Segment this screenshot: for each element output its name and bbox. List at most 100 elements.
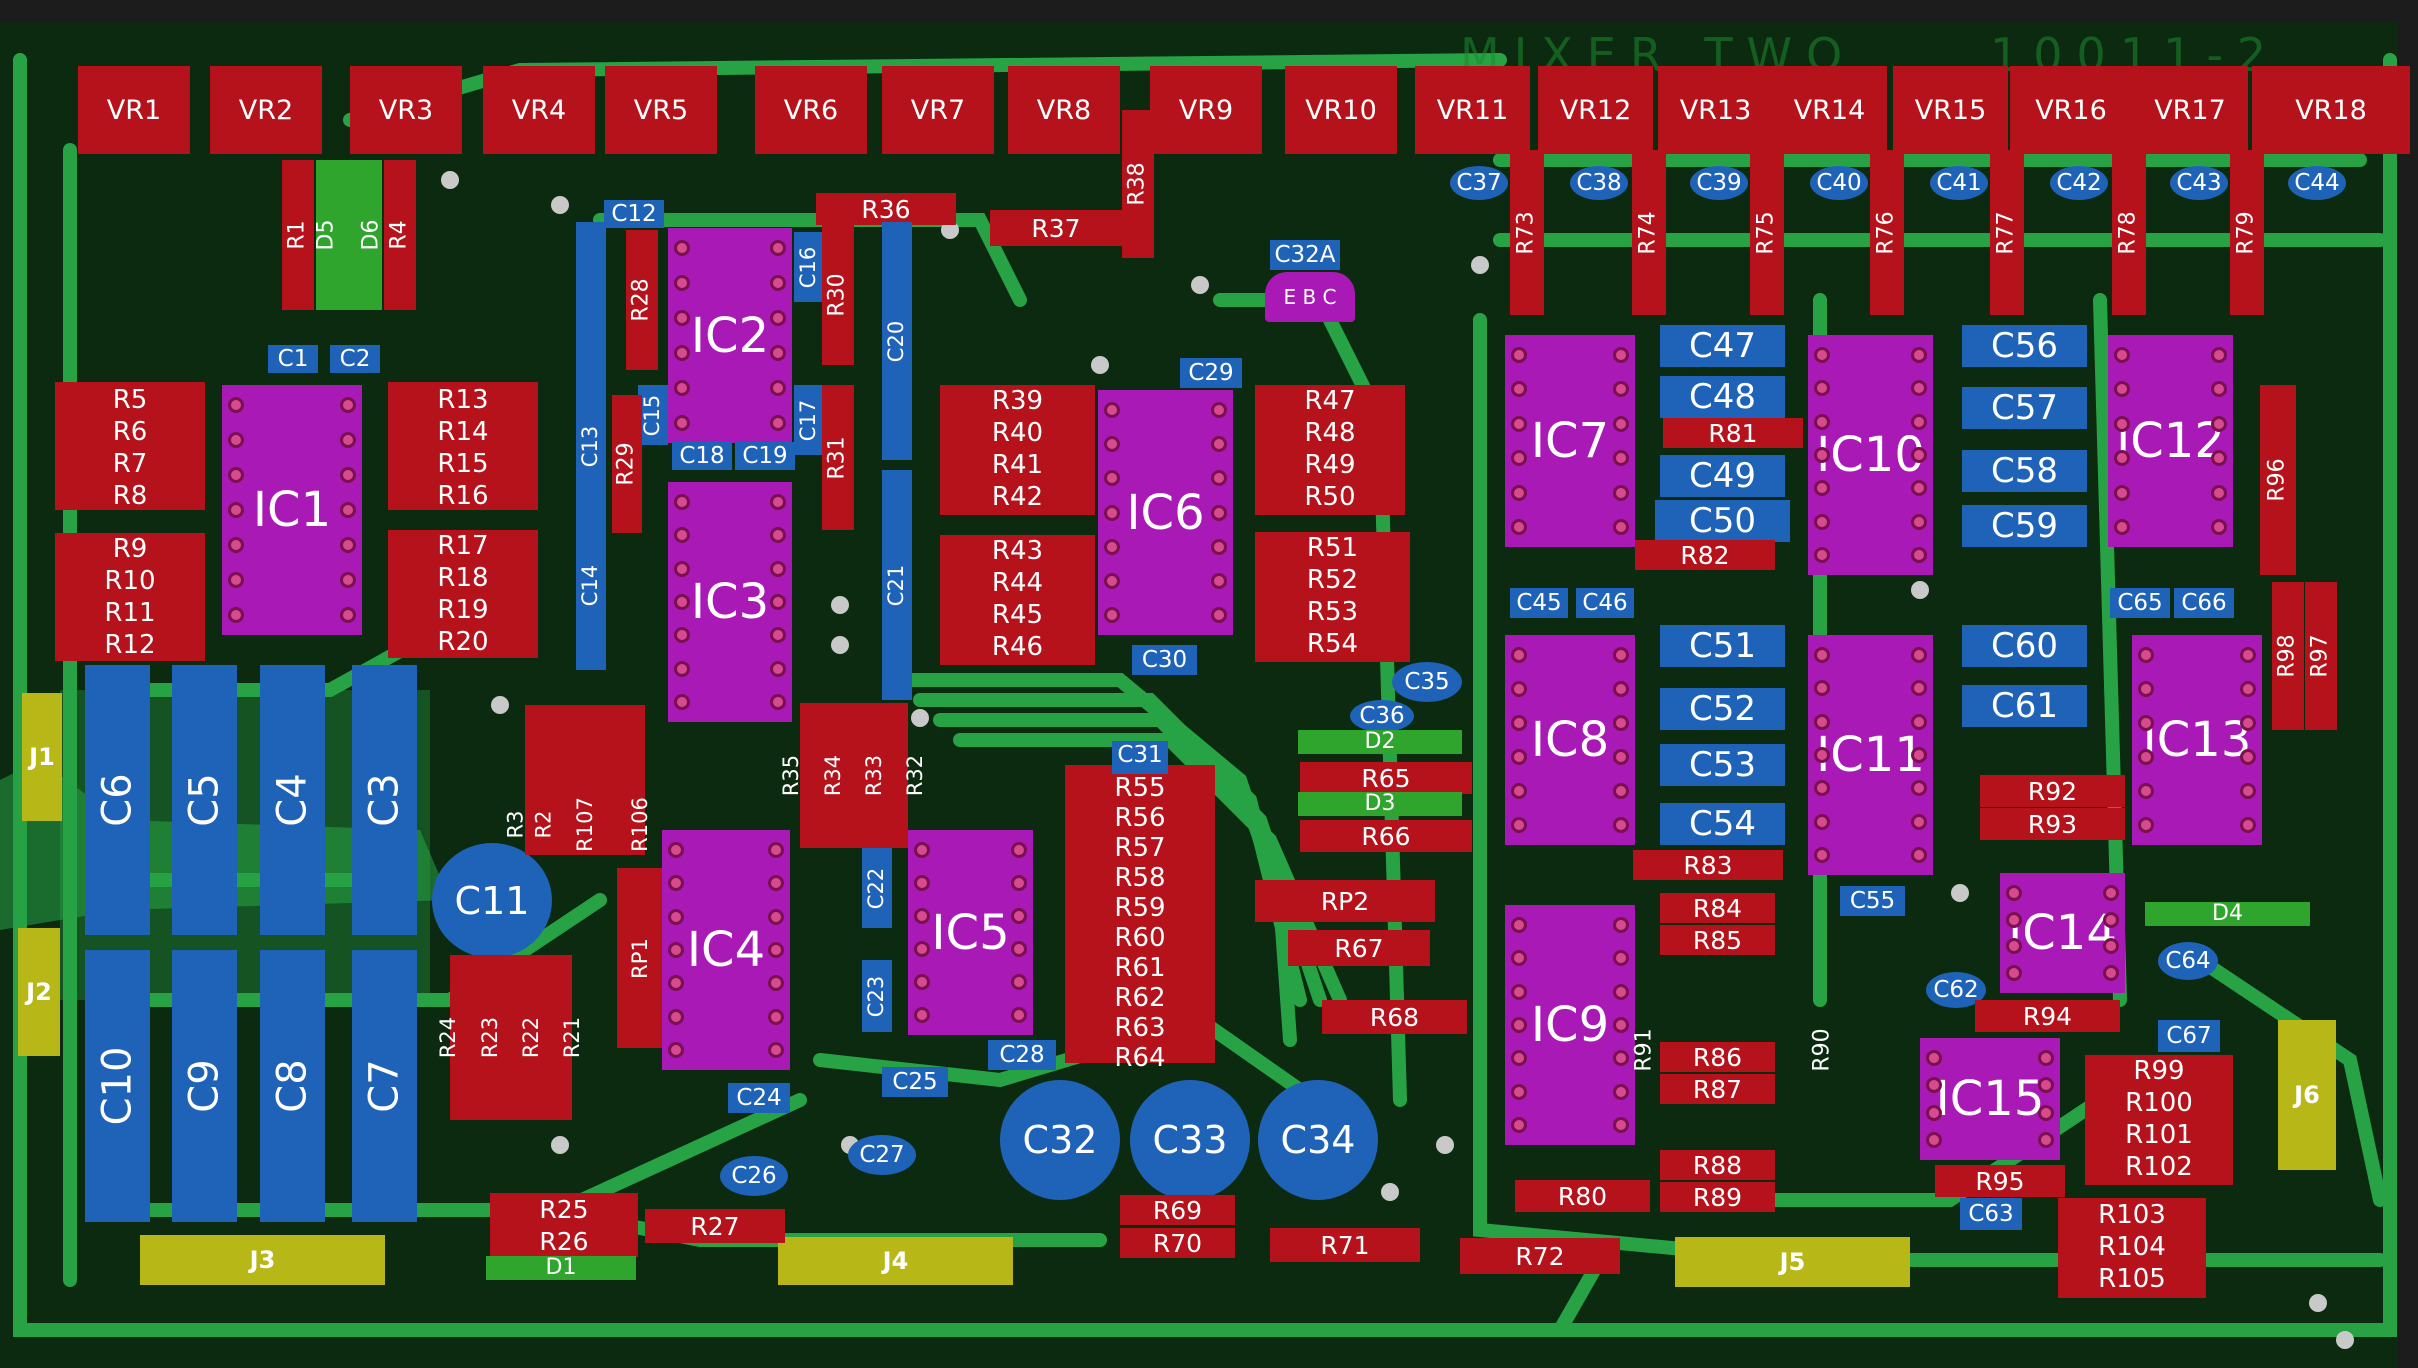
- ic-pin-pad: [1511, 983, 1527, 1000]
- capacitor-c64: C64: [2158, 942, 2218, 980]
- ic-pin-pad: [1613, 381, 1629, 398]
- ic-pin-pad: [228, 397, 244, 413]
- ic6: IC6: [1098, 390, 1233, 635]
- resistor-r15: R15: [437, 449, 489, 479]
- capacitor-c37: C37: [1450, 166, 1508, 200]
- ic-pin-pad: [340, 607, 356, 623]
- capacitor-c57: C57: [1962, 387, 2087, 429]
- resistor-r72: R72: [1460, 1238, 1620, 1274]
- ic-pin-pad: [1926, 1077, 1942, 1094]
- ic-pin-pad: [1011, 875, 1027, 891]
- resistor-r27: R27: [645, 1209, 785, 1243]
- ic-pin-pad: [2138, 817, 2154, 833]
- resistor-r63: R63: [1114, 1013, 1166, 1043]
- pot-vr9: VR9: [1150, 66, 1262, 154]
- ic-pin-pad: [1511, 1017, 1527, 1033]
- capacitor-c36: C36: [1350, 700, 1414, 732]
- resistor-r46: R46: [991, 632, 1044, 662]
- pot-vr17: VR17: [2132, 66, 2248, 154]
- diode-d2: D2: [1298, 730, 1462, 754]
- ic-pin-pad: [1511, 347, 1527, 363]
- resistor-r4: R4: [384, 160, 416, 310]
- resistor-r52: R52: [1306, 565, 1359, 595]
- ic-pin-pad: [2114, 450, 2130, 467]
- ic-pin-pad: [1613, 484, 1629, 501]
- resistor-r62: R62: [1114, 983, 1166, 1013]
- ic-pin-pad: [228, 537, 244, 553]
- ic-pin-pad: [1814, 780, 1830, 797]
- ic13: IC13: [2132, 635, 2262, 845]
- ic-pin-pad: [2138, 749, 2154, 765]
- ic-pin-pad: [1211, 538, 1227, 555]
- resistor-r37: R37: [990, 210, 1122, 246]
- resistor-r64: R64: [1114, 1043, 1166, 1073]
- ic-pin-pad: [674, 380, 690, 396]
- ic-pin-pad: [2103, 965, 2119, 981]
- ic-pin-pad: [2138, 715, 2154, 731]
- ic-pin-pad: [2114, 415, 2130, 432]
- resistor-r47: R47: [1304, 386, 1356, 416]
- ic15: IC15: [1920, 1038, 2060, 1160]
- ic-pin-pad: [770, 494, 786, 510]
- pot-vr11: VR11: [1415, 66, 1530, 154]
- resistor-r51: R51: [1306, 533, 1359, 563]
- resistor-group-r99-r102: R99 R100 R101 R102: [2085, 1055, 2233, 1185]
- pot-vr18: VR18: [2252, 66, 2410, 154]
- ic-pin-pad: [770, 560, 786, 577]
- resistor-r56: R56: [1114, 803, 1166, 833]
- capacitor-c3: C3: [352, 665, 417, 935]
- ic-pin-pad: [914, 941, 930, 957]
- capacitor-c60: C60: [1962, 625, 2087, 667]
- ic-pin-pad: [1511, 917, 1527, 933]
- capacitor-c40: C40: [1810, 166, 1868, 200]
- ic-pin-pad: [2006, 965, 2022, 981]
- resistor-r43: R43: [991, 536, 1044, 566]
- ic3: IC3: [668, 482, 792, 722]
- capacitor-c52: C52: [1660, 688, 1785, 730]
- capacitor-c5: C5: [172, 665, 237, 935]
- capacitor-c19: C19: [735, 442, 795, 470]
- ic-pin-pad: [340, 397, 356, 413]
- ic-pin-pad: [340, 432, 356, 448]
- resistor-r92: R92: [1980, 775, 2125, 807]
- ic-pin-pad: [1613, 749, 1629, 765]
- ic-pin-pad: [2114, 381, 2130, 398]
- ic-pin-pad: [768, 908, 784, 925]
- resistor-r101: R101: [2125, 1120, 2193, 1150]
- capacitor-c34: C34: [1258, 1080, 1378, 1200]
- ic-pin-pad: [2138, 783, 2154, 799]
- connector-j2: J2: [18, 928, 60, 1056]
- ic8: IC8: [1505, 635, 1635, 845]
- ic-pin-pad: [228, 572, 244, 588]
- ic-pin-pad: [1814, 713, 1830, 730]
- ic4: IC4: [662, 830, 790, 1070]
- ic-pin-pad: [1104, 504, 1120, 521]
- ic-pin-pad: [674, 275, 690, 291]
- ic-pin-pad: [228, 432, 244, 448]
- ic-pin-pad: [1613, 715, 1629, 731]
- ic-pin-pad: [1511, 950, 1527, 967]
- ic-pin-pad: [674, 240, 690, 256]
- pot-vr2: VR2: [210, 66, 322, 154]
- resistor-r29: R29: [612, 395, 642, 533]
- resistor-r12: R12: [104, 630, 156, 660]
- ic-pin-pad: [1511, 715, 1527, 731]
- ic-pin-pad: [770, 345, 786, 361]
- resistor-group-r47-r50: R47 R48 R49 R50: [1255, 385, 1405, 515]
- ic-pin-pad: [1613, 681, 1629, 697]
- resistor-r76: R76: [1870, 150, 1904, 315]
- ic-pin-pad: [1613, 950, 1629, 967]
- resistor-r18: R18: [437, 563, 489, 593]
- resistor-r73: R73: [1510, 150, 1544, 315]
- pot-vr13: VR13: [1658, 66, 1773, 154]
- ic-pin-pad: [2240, 783, 2256, 799]
- ic-pin-pad: [1911, 847, 1927, 863]
- resistor-r70: R70: [1120, 1228, 1235, 1258]
- resistor-r38: R38: [1122, 110, 1154, 258]
- ic-pin-pad: [2138, 681, 2154, 697]
- resistor-group-r13-r16: R13 R14 R15 R16: [388, 382, 538, 510]
- resistor-r81: R81: [1663, 418, 1803, 448]
- connector-j6: J6: [2278, 1020, 2336, 1170]
- resistor-r11: R11: [104, 598, 156, 628]
